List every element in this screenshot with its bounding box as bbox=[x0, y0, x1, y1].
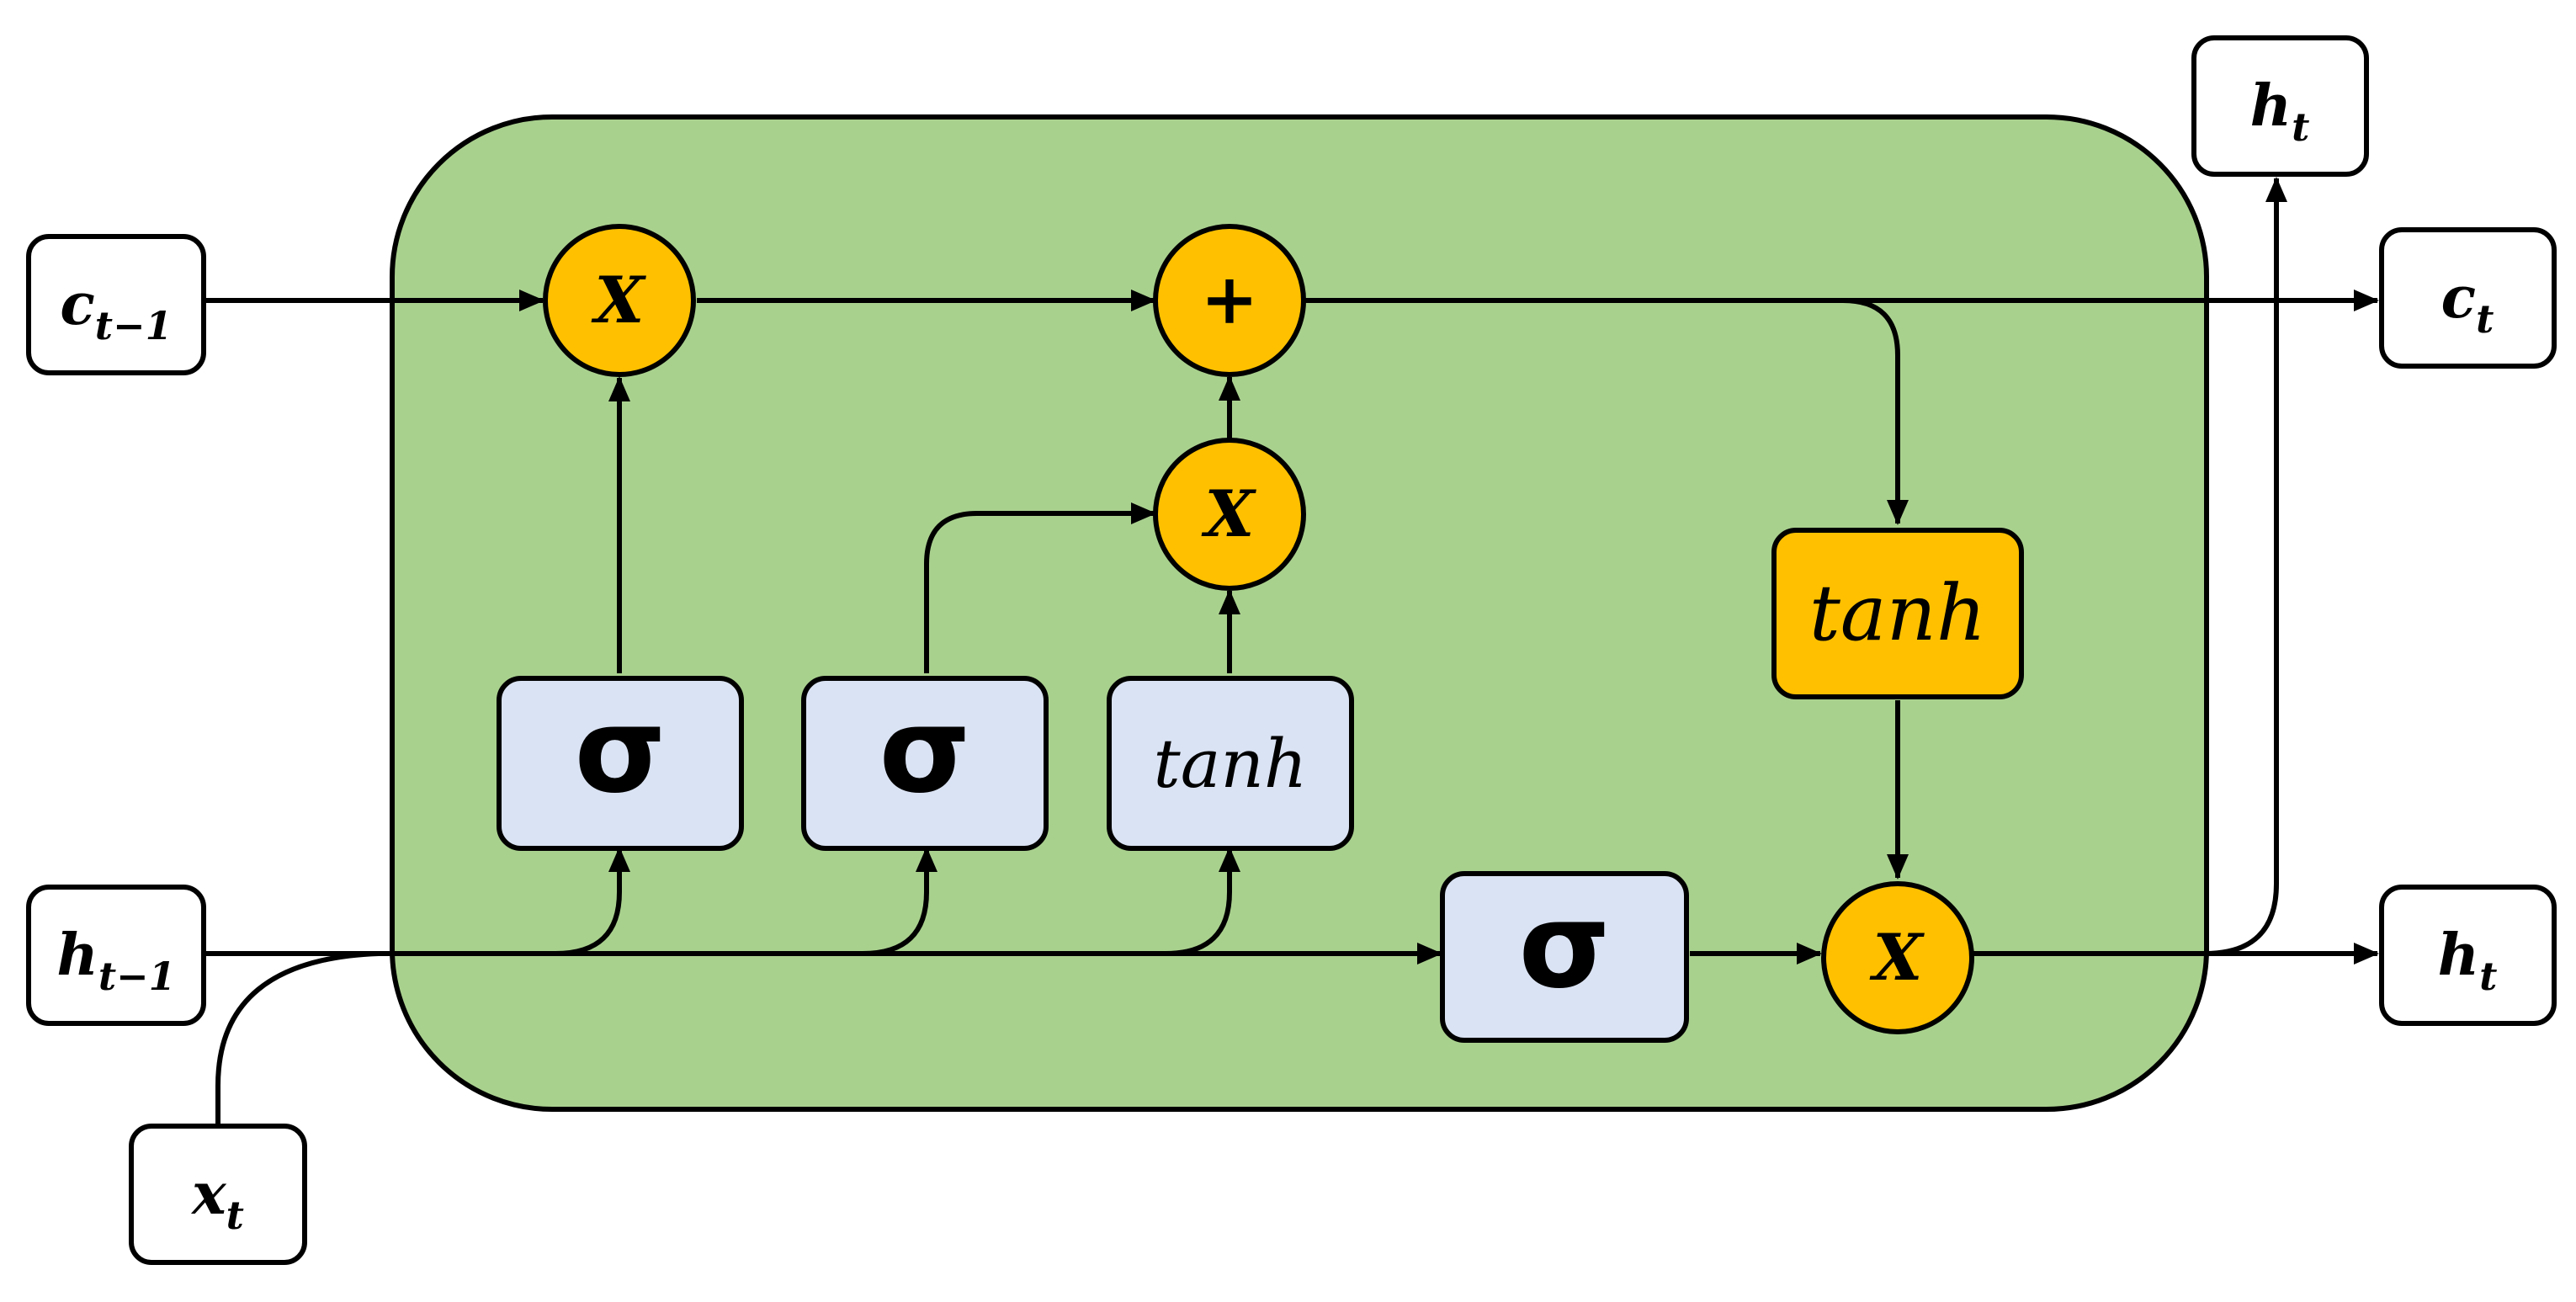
svg-text:ct: ct bbox=[2441, 264, 2494, 342]
h-out-right-sub: t bbox=[2479, 954, 2497, 999]
line-bus-to-forget-gate bbox=[555, 847, 630, 956]
io-box-c-prev: ct−1 bbox=[26, 234, 206, 375]
gate-input: σ bbox=[801, 676, 1049, 851]
operator-add: + bbox=[1153, 224, 1306, 377]
h-out-right-base: h bbox=[2438, 922, 2479, 989]
forget-mult-symbol: X bbox=[592, 263, 647, 337]
gate-candidate: tanh bbox=[1107, 676, 1354, 851]
add-symbol: + bbox=[1201, 259, 1259, 340]
cell-tanh-box: tanh bbox=[1771, 528, 2024, 699]
candidate-gate-label: tanh bbox=[1154, 725, 1308, 803]
line-bus-to-input-gate bbox=[862, 847, 937, 956]
c-prev-base: c bbox=[60, 271, 94, 338]
io-box-h-out-right: ht bbox=[2379, 885, 2557, 1026]
c-prev-sub: t−1 bbox=[95, 303, 173, 348]
lstm-cell bbox=[390, 114, 2209, 1112]
operator-input-mult: X bbox=[1153, 438, 1306, 591]
output-gate-label: σ bbox=[1518, 878, 1610, 1015]
h-out-top-sub: t bbox=[2292, 104, 2309, 150]
forget-gate-label: σ bbox=[574, 683, 666, 820]
h-prev-base: h bbox=[56, 922, 98, 989]
operator-output-mult: X bbox=[1821, 881, 1974, 1034]
io-box-x: xt bbox=[129, 1124, 307, 1265]
operator-forget-mult: X bbox=[543, 224, 696, 377]
x-sub: t bbox=[226, 1193, 244, 1238]
cell-tanh-label: tanh bbox=[1809, 568, 1986, 658]
line-input-gate-to-mult bbox=[924, 502, 1156, 673]
input-gate-label: σ bbox=[879, 683, 970, 820]
io-box-c-out: ct bbox=[2379, 227, 2557, 369]
c-out-base: c bbox=[2441, 264, 2476, 332]
x-base: x bbox=[190, 1161, 227, 1228]
io-box-h-out-top: ht bbox=[2191, 35, 2369, 177]
svg-text:xt: xt bbox=[190, 1161, 244, 1238]
svg-text:ht−1: ht−1 bbox=[56, 922, 175, 999]
svg-text:ht: ht bbox=[2438, 922, 2498, 999]
svg-text:ct−1: ct−1 bbox=[60, 271, 172, 348]
gate-forget: σ bbox=[497, 676, 744, 851]
svg-text:ht: ht bbox=[2250, 72, 2310, 150]
io-box-h-prev: ht−1 bbox=[26, 885, 206, 1026]
line-output-to-ht-top bbox=[2204, 177, 2287, 956]
line-bus-to-candidate bbox=[1165, 847, 1240, 956]
output-mult-symbol: X bbox=[1870, 920, 1925, 995]
input-mult-symbol: X bbox=[1202, 476, 1257, 551]
connections bbox=[204, 177, 2379, 1126]
h-prev-sub: t−1 bbox=[98, 954, 176, 999]
line-xt-to-bus bbox=[215, 951, 380, 1126]
gate-output: σ bbox=[1440, 871, 1689, 1043]
h-out-top-base: h bbox=[2250, 72, 2292, 140]
c-out-sub: t bbox=[2476, 296, 2494, 342]
line-add-to-cell-tanh bbox=[1842, 298, 1909, 525]
